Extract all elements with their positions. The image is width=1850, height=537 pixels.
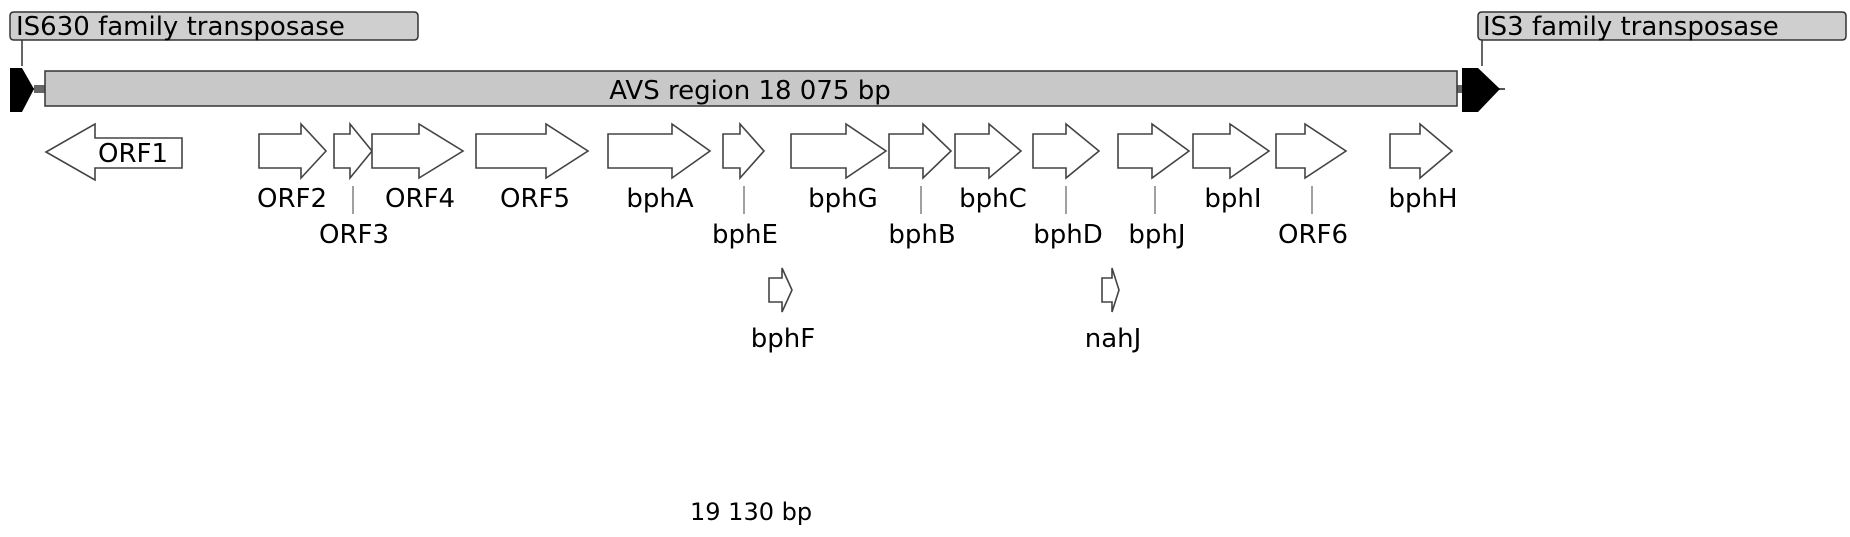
right-transposase-box bbox=[1477, 11, 1847, 41]
gene-bphD-arrow bbox=[1032, 122, 1101, 180]
total-length-label: 19 130 bp bbox=[690, 498, 812, 526]
gene-orf6-arrow bbox=[1275, 122, 1348, 180]
left-transposase-label: IS630 family transposase bbox=[16, 12, 345, 42]
gene-orf2-label: ORF2 bbox=[257, 184, 327, 214]
gene-bphA-arrow bbox=[607, 122, 712, 180]
gene-orf3-arrow bbox=[333, 121, 374, 181]
gene-bphJ-label: bphJ bbox=[1128, 220, 1185, 250]
gene-bphI-label: bphI bbox=[1204, 184, 1261, 214]
gene-orf1-label: ORF1 bbox=[98, 139, 168, 169]
gene-orf2-arrow bbox=[258, 121, 328, 181]
gene-orf4-label: ORF4 bbox=[385, 184, 455, 214]
right-transposase-callout: IS3 family transposase bbox=[1477, 11, 1847, 66]
gene-bphB-arrow bbox=[888, 122, 953, 180]
gene-orf5-label: ORF5 bbox=[500, 184, 570, 214]
gene-bphH-arrow bbox=[1389, 122, 1454, 180]
gene-orf4-arrow bbox=[371, 122, 465, 180]
left-connector bbox=[34, 85, 46, 93]
right-transposase-label: IS3 family transposase bbox=[1483, 12, 1779, 42]
gene-nahJ-arrow bbox=[1101, 267, 1120, 313]
left-transposase-arrow bbox=[10, 68, 34, 112]
gene-bphB-label: bphB bbox=[888, 220, 955, 250]
gene-bphG-label: bphG bbox=[808, 184, 878, 214]
gene-bphF-arrow bbox=[768, 267, 793, 313]
avs-region-label: AVS region 18 075 bp bbox=[609, 76, 890, 106]
gene-bphJ-arrow bbox=[1117, 122, 1191, 180]
gene-orf5-arrow bbox=[475, 122, 590, 180]
gene-bphH-label: bphH bbox=[1388, 184, 1457, 214]
gene-orf6-label: ORF6 bbox=[1278, 220, 1348, 250]
gene-bphE-label: bphE bbox=[712, 220, 778, 250]
gene-bphF-label: bphF bbox=[751, 324, 815, 354]
gene-bphG-arrow bbox=[790, 122, 888, 180]
gene-nahJ-label: nahJ bbox=[1085, 324, 1142, 354]
gene-bphC-arrow bbox=[954, 122, 1023, 180]
gene-orf1-arrow bbox=[44, 122, 183, 182]
gene-bphI-arrow bbox=[1192, 122, 1271, 180]
gene-bphE-arrow bbox=[722, 121, 766, 181]
left-transposase-box bbox=[9, 11, 419, 41]
right-transposase-arrow bbox=[1462, 68, 1500, 112]
gene-bphA-label: bphA bbox=[626, 184, 693, 214]
left-transposase-callout: IS630 family transposase bbox=[9, 11, 419, 66]
gene-orf3-label: ORF3 bbox=[319, 220, 389, 250]
gene-bphD-label: bphD bbox=[1033, 220, 1103, 250]
avs-region-bar bbox=[44, 70, 1458, 107]
gene-bphC-label: bphC bbox=[959, 184, 1027, 214]
